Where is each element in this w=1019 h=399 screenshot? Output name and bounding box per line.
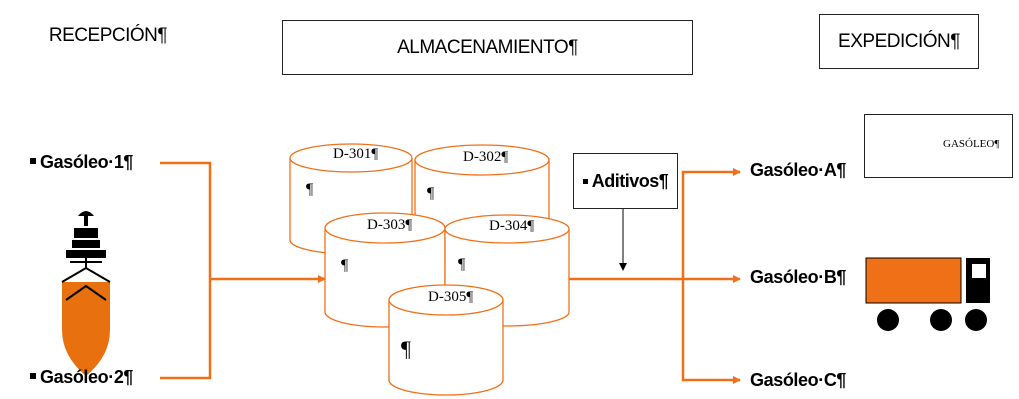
tank-d301-pilcrow: ¶ — [306, 181, 314, 198]
header-reception-label: RECEPCIÓN¶ — [48, 24, 168, 46]
bullet-icon — [30, 373, 36, 380]
input-label-1-text: Gasóleo·1¶ — [40, 152, 134, 172]
tank-d304-pilcrow: ¶ — [458, 256, 466, 273]
output-line-a — [681, 168, 741, 279]
input-label-2: Gasóleo·2¶ — [30, 367, 133, 388]
truck-icon — [865, 257, 990, 331]
legend-box — [864, 114, 1013, 178]
tank-label-d305: D-305¶ — [428, 289, 474, 305]
tank-d302-pilcrow: ¶ — [427, 185, 435, 202]
input-flow-lines — [160, 161, 326, 380]
output-label-b: Gasóleo·B¶ — [750, 267, 847, 287]
bullet-icon — [582, 178, 588, 184]
input-line-1 — [160, 161, 212, 380]
header-storage-label: ALMACENAMIENTO¶ — [397, 36, 578, 58]
output-line-c — [681, 279, 741, 384]
tank-label-d302: D-302¶ — [463, 149, 509, 165]
tank-d303-pilcrow: ¶ — [341, 257, 349, 274]
header-dispatch: EXPEDICIÓN¶ — [819, 14, 979, 69]
ship-icon — [61, 211, 111, 376]
input-label-1: Gasóleo·1¶ — [30, 152, 133, 173]
header-storage: ALMACENAMIENTO¶ — [282, 20, 693, 75]
header-reception: RECEPCIÓN¶ — [11, 9, 205, 62]
output-label-c: Gasóleo·C¶ — [750, 370, 847, 390]
tank-group — [289, 143, 570, 396]
tank-label-d303: D-303¶ — [367, 217, 413, 233]
output-label-a: Gasóleo·A¶ — [750, 160, 847, 180]
header-dispatch-label: EXPEDICIÓN¶ — [838, 30, 960, 52]
legend-label: GASÓLEO¶ — [943, 138, 1000, 150]
input-label-2-text: Gasóleo·2¶ — [40, 367, 134, 387]
additives-label: Aditivos¶ — [591, 170, 669, 191]
bullet-icon — [30, 158, 36, 165]
tank-d305 — [388, 284, 504, 396]
output-flow-lines — [569, 168, 741, 384]
additives-box: Aditivos¶ — [573, 153, 678, 209]
tank-label-d304: D-304¶ — [489, 218, 535, 234]
tank-d305-pilcrow: ¶ — [401, 336, 411, 361]
tank-label-d301: D-301¶ — [333, 146, 379, 162]
